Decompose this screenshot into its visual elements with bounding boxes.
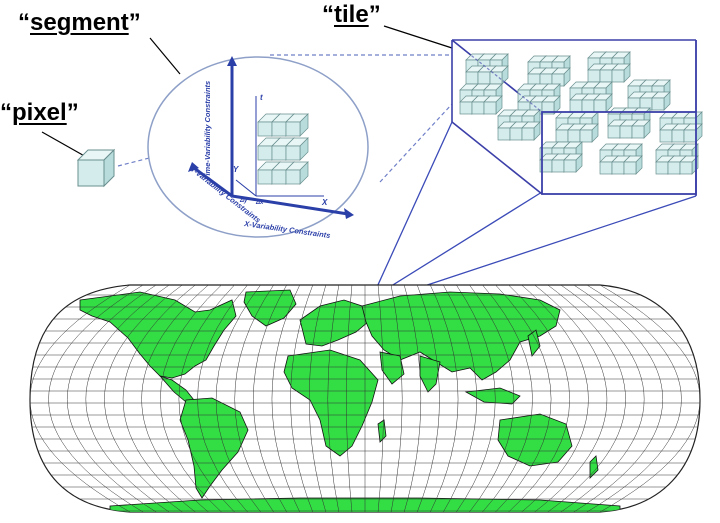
tile-leader-line bbox=[383, 25, 453, 49]
pixel-leader-line bbox=[41, 131, 89, 159]
tile-map-connector-3 bbox=[375, 195, 697, 303]
y-axis-arrow bbox=[193, 166, 233, 198]
europe-shape bbox=[299, 299, 369, 347]
tile-cube bbox=[579, 123, 599, 143]
tile-front-frame bbox=[451, 39, 697, 195]
meridian-line bbox=[573, 285, 663, 512]
new-zealand-shape bbox=[589, 455, 599, 479]
tile-word: tile bbox=[334, 1, 369, 28]
meridian-line bbox=[377, 285, 384, 512]
segment-leader-line bbox=[149, 37, 181, 75]
meridian-line bbox=[534, 285, 608, 512]
dx-symbol: Δx bbox=[255, 200, 264, 206]
meridian-line bbox=[308, 285, 327, 512]
meridian-line bbox=[290, 285, 314, 512]
tile-cube bbox=[489, 65, 509, 85]
meridian-line bbox=[253, 285, 287, 512]
pixel-word: pixel bbox=[12, 99, 67, 126]
meridian-line bbox=[443, 285, 477, 512]
meridian-line bbox=[508, 285, 570, 512]
segment-cube-layer-1 bbox=[285, 113, 309, 137]
meridian-line bbox=[430, 285, 459, 512]
segment-axes bbox=[188, 56, 354, 219]
tile-cube bbox=[611, 63, 631, 83]
world-map bbox=[29, 284, 701, 513]
tile-cube bbox=[623, 155, 643, 175]
greenland-shape bbox=[243, 289, 297, 327]
tile-cube bbox=[651, 91, 671, 111]
t-symbol: t bbox=[260, 93, 263, 102]
pixel-cube bbox=[76, 148, 116, 188]
tile-map-connector-2 bbox=[371, 121, 453, 299]
x-axis-arrow bbox=[231, 194, 349, 216]
meridian-line bbox=[160, 285, 222, 512]
tile-cube bbox=[551, 67, 571, 87]
south-america-shape bbox=[179, 397, 249, 499]
open-quote: “ bbox=[322, 1, 334, 28]
x-symbol: X bbox=[321, 198, 328, 207]
open-quote: “ bbox=[18, 9, 30, 36]
segment-tile-connector-bottom bbox=[379, 103, 453, 183]
meridian-line bbox=[141, 285, 209, 512]
segment-cube-layer-3 bbox=[285, 161, 309, 185]
tile-label: “tile” bbox=[322, 1, 381, 29]
meridian-line bbox=[67, 285, 157, 512]
meridian-line bbox=[346, 285, 353, 512]
meridian-line bbox=[416, 285, 440, 512]
tile-cube-blocks bbox=[459, 51, 703, 175]
close-quote: ” bbox=[66, 99, 79, 126]
tile-cube bbox=[593, 93, 613, 113]
madagascar-shape bbox=[377, 419, 387, 443]
open-quote: “ bbox=[0, 99, 12, 126]
meridian-line bbox=[586, 285, 682, 512]
tile-map-connector-1 bbox=[371, 191, 543, 299]
tile-cube bbox=[541, 95, 561, 115]
segment-cube-layer-2 bbox=[285, 137, 309, 161]
segment-cube-stack bbox=[257, 113, 309, 185]
meridian-line bbox=[234, 285, 274, 512]
meridian-line bbox=[197, 285, 248, 512]
close-quote: ” bbox=[368, 1, 381, 28]
close-quote: ” bbox=[128, 9, 141, 36]
north-america-shape bbox=[79, 291, 237, 379]
meridian-line bbox=[85, 285, 170, 512]
meridian-line bbox=[547, 285, 626, 512]
dy-symbol: Δy bbox=[239, 198, 248, 204]
meridian-line bbox=[521, 285, 589, 512]
tile-cube bbox=[631, 119, 651, 139]
meridian-line bbox=[104, 285, 183, 512]
meridian-line bbox=[560, 285, 645, 512]
tile-cube bbox=[483, 95, 503, 115]
pixel-label: “pixel” bbox=[0, 99, 79, 127]
meridian-line bbox=[390, 285, 403, 512]
meridian-line bbox=[456, 285, 496, 512]
time-axis-title: Time-Variability Constraints bbox=[203, 81, 212, 180]
segment-label: “segment” bbox=[18, 9, 141, 37]
meridian-line bbox=[216, 285, 261, 512]
meridian-line bbox=[178, 285, 235, 512]
meridian-line bbox=[48, 285, 144, 512]
meridian-line bbox=[482, 285, 533, 512]
meridian-line bbox=[122, 285, 196, 512]
indonesia-shape bbox=[464, 387, 521, 405]
tile-cube bbox=[521, 121, 541, 141]
meridian-line bbox=[271, 285, 300, 512]
meridian-line bbox=[495, 285, 552, 512]
tile-cube bbox=[563, 153, 583, 173]
segment-word: segment bbox=[30, 9, 129, 36]
meridian-line bbox=[469, 285, 514, 512]
meridian-line bbox=[599, 285, 700, 512]
meridian-line bbox=[403, 285, 422, 512]
map-graticule bbox=[30, 285, 700, 512]
meridian-line bbox=[327, 285, 340, 512]
y-symbol: Y bbox=[233, 165, 239, 174]
